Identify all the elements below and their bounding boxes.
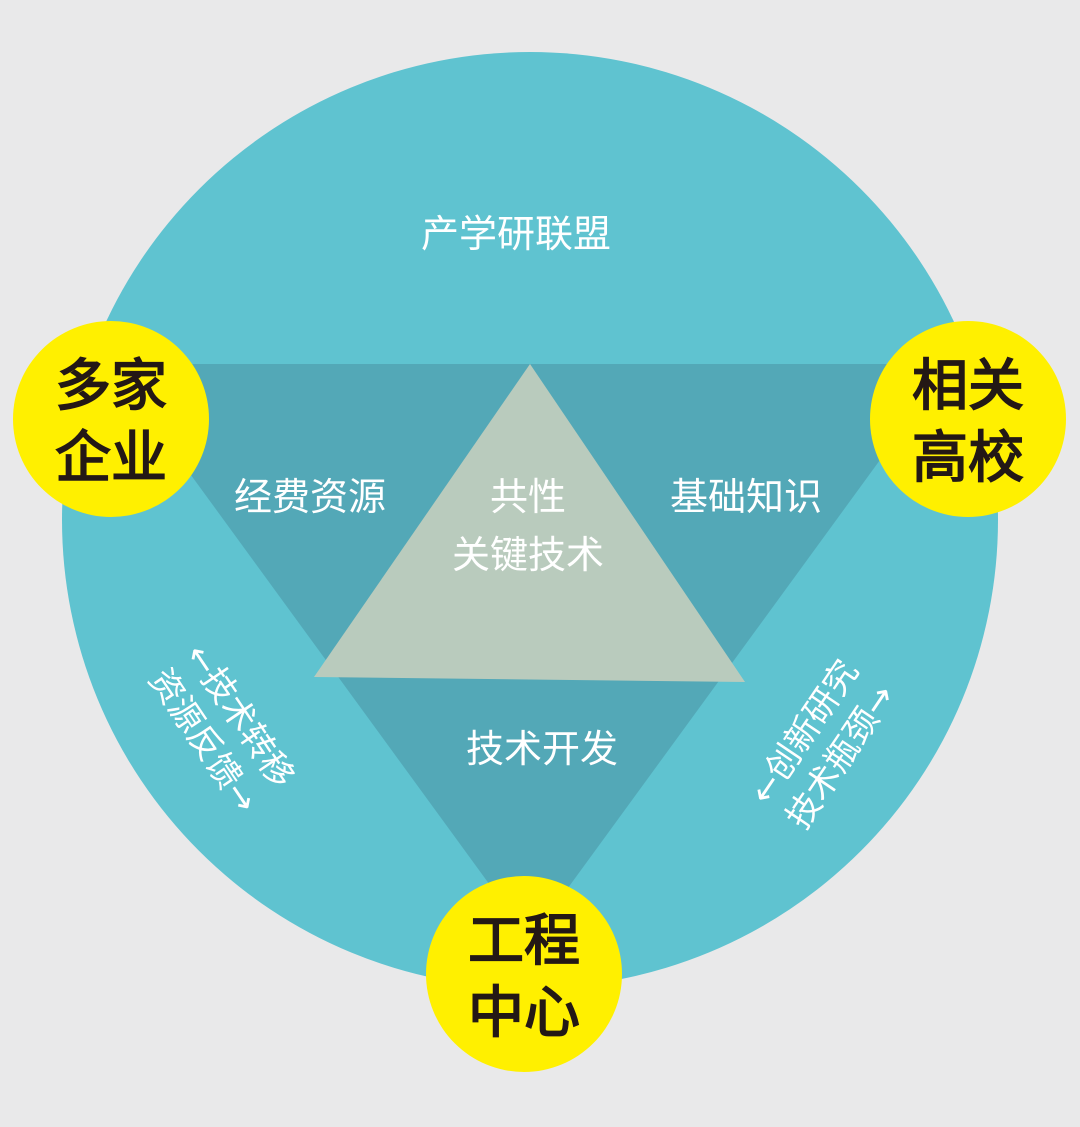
node-engineering-center-line1: 工程 [468,909,580,974]
node-engineering-center: 工程 中心 [426,876,622,1072]
region-label-left: 经费资源 [234,475,386,519]
node-engineering-center-circle [426,876,622,1072]
node-enterprises-line2: 企业 [55,426,167,491]
node-universities-circle [870,321,1066,517]
node-enterprises-line1: 多家 [55,354,167,419]
center-triangle [314,364,745,682]
node-enterprises-circle [13,321,209,517]
node-enterprises: 多家 企业 [13,321,209,517]
top-band-label: 产学研联盟 [421,212,611,256]
node-engineering-center-line2: 中心 [468,981,580,1046]
node-universities-line2: 高校 [912,426,1024,491]
region-label-right: 基础知识 [670,475,822,519]
node-universities-line1: 相关 [912,354,1024,419]
center-label-line2: 关键技术 [452,533,604,577]
center-label-line1: 共性 [490,475,566,519]
region-label-bottom: 技术开发 [466,727,618,771]
node-universities: 相关 高校 [870,321,1066,517]
